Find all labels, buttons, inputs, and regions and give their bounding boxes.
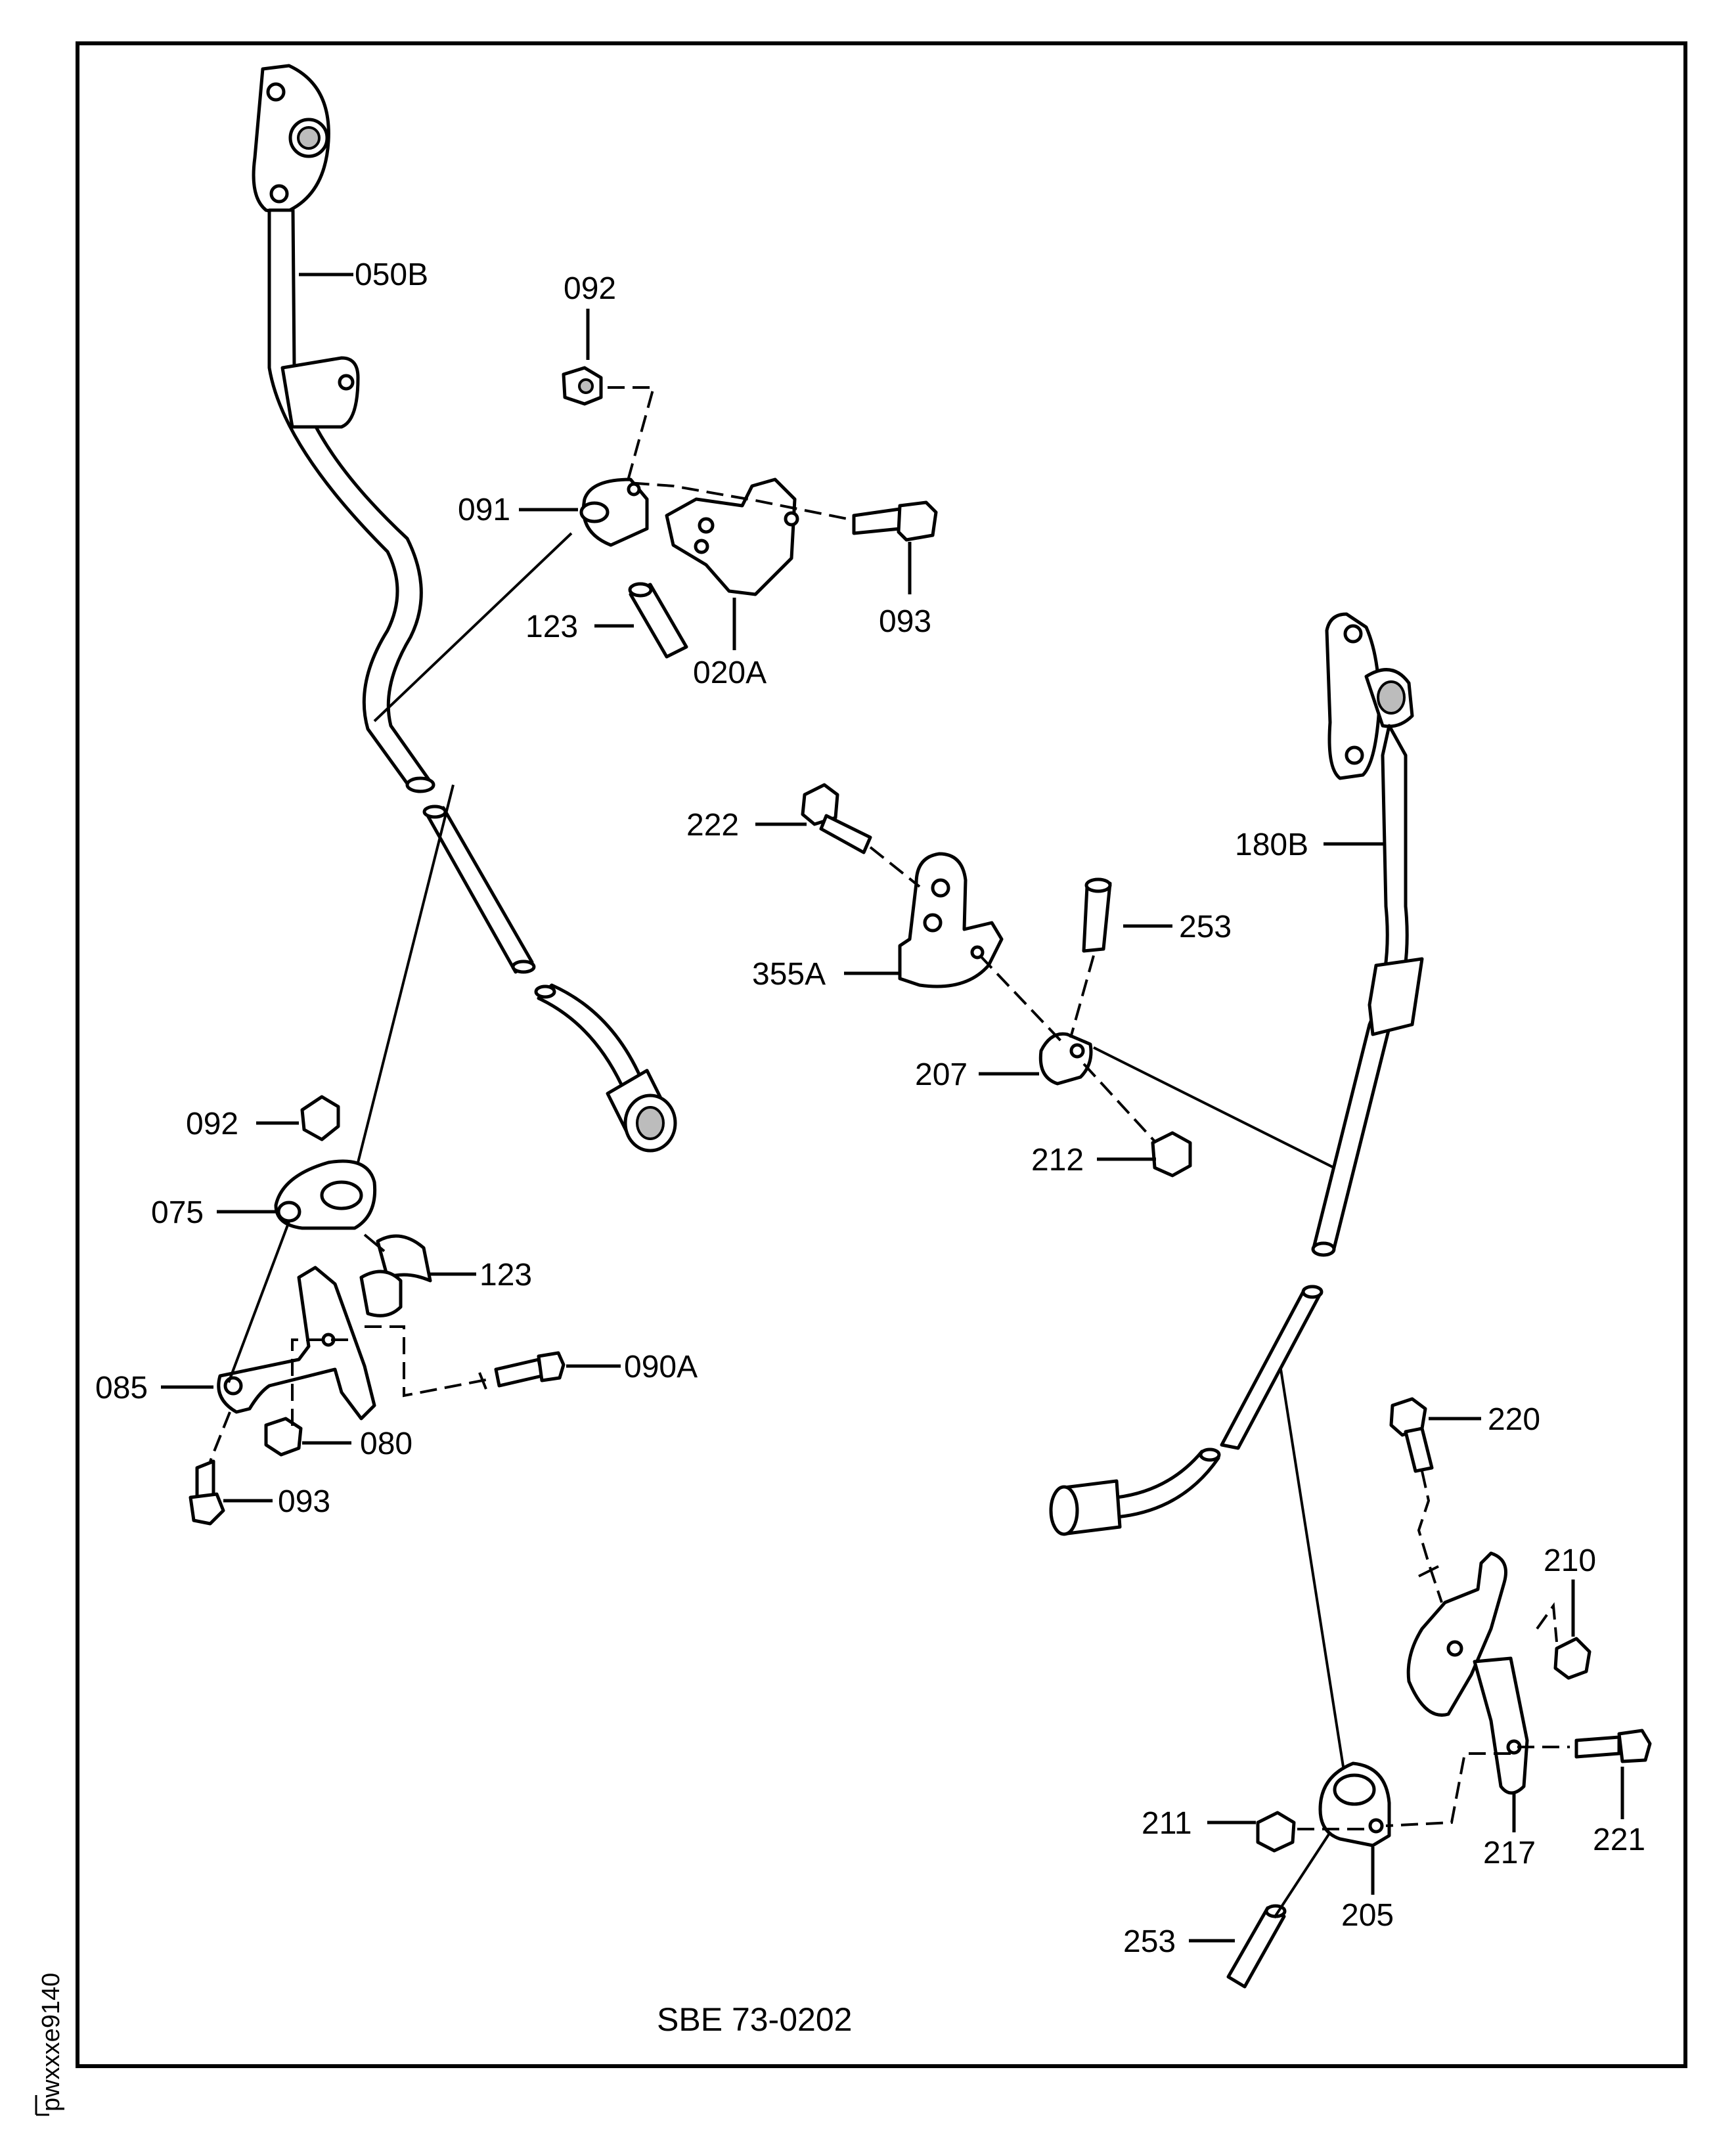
callout-355A: 355A (752, 957, 826, 992)
clamp-091 (579, 477, 649, 547)
bolt-222 (801, 783, 872, 854)
nut-210 (1553, 1637, 1591, 1680)
callout-092-upper: 092 (564, 271, 616, 306)
spacer-123-upper (628, 582, 688, 659)
tube-middle-segment (422, 805, 677, 1153)
callout-075: 075 (151, 1195, 204, 1230)
spacer-123-lower (359, 1234, 432, 1317)
callout-207: 207 (915, 1057, 968, 1092)
callout-253-lower: 253 (1123, 1924, 1176, 1959)
bracket-217 (1406, 1551, 1529, 1795)
side-reference-mark (35, 2095, 49, 2116)
bracket-085 (217, 1266, 376, 1421)
bolt-221 (1574, 1729, 1652, 1763)
spacer-253-upper (1082, 877, 1112, 953)
callout-020A: 020A (693, 655, 767, 690)
nut-092-upper (562, 366, 603, 406)
callout-205: 205 (1341, 1898, 1394, 1933)
figure-label: SBE 73-0202 (657, 2001, 852, 2038)
callout-085: 085 (95, 1371, 148, 1405)
callout-211: 211 (1142, 1806, 1192, 1841)
callout-210: 210 (1544, 1543, 1596, 1578)
callout-091: 091 (458, 493, 510, 527)
nut-080 (264, 1417, 303, 1457)
bolt-090A (494, 1351, 566, 1388)
callout-050B: 050B (355, 257, 428, 292)
callout-080: 080 (360, 1426, 412, 1461)
callout-092-lower: 092 (186, 1107, 238, 1141)
clamp-075 (274, 1159, 377, 1230)
spacer-253-lower (1226, 1904, 1287, 1989)
callout-217: 217 (1483, 1836, 1536, 1870)
nut-212 (1151, 1131, 1192, 1178)
bolt-093-upper (852, 500, 938, 542)
bracket-020A (665, 477, 799, 596)
callout-212: 212 (1031, 1143, 1084, 1178)
callout-180B: 180B (1235, 828, 1308, 862)
diagram-frame (76, 41, 1687, 2068)
callout-123-upper: 123 (525, 609, 578, 644)
callout-090A: 090A (624, 1350, 698, 1384)
callout-253-upper: 253 (1179, 910, 1232, 944)
tube-050B (252, 64, 435, 793)
callout-222: 222 (686, 808, 739, 843)
bracket-355A (898, 852, 1004, 988)
tube-right-lower-segment (1049, 1285, 1324, 1536)
callout-220: 220 (1488, 1402, 1540, 1437)
clamp-205 (1318, 1761, 1391, 1847)
bolt-093-lower (189, 1459, 225, 1526)
bolt-220 (1389, 1397, 1434, 1473)
clamp-207 (1038, 1032, 1093, 1086)
leader-lines (161, 273, 1624, 1943)
callout-093-upper: 093 (879, 604, 931, 639)
nut-092-lower (300, 1095, 340, 1141)
tube-180B (1311, 612, 1424, 1257)
nut-211 (1256, 1811, 1296, 1853)
callout-221: 221 (1593, 1823, 1645, 1857)
callout-123-lower: 123 (479, 1258, 532, 1292)
side-reference: pwxxxe9140 (37, 1973, 65, 2111)
callout-093-lower: 093 (278, 1484, 330, 1519)
